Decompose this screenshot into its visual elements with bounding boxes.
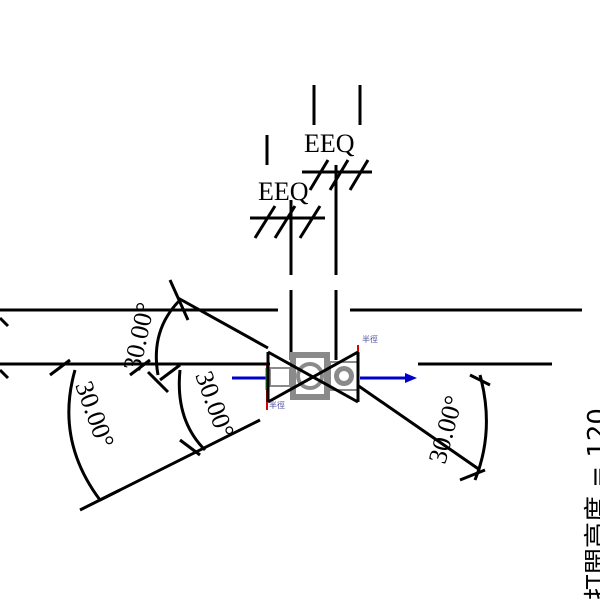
opening-height-label: 打開高度 = 120 (583, 408, 600, 600)
wall-lines (0, 308, 582, 380)
eq-label-1: EEQ (258, 177, 309, 206)
radius-label-2: 半徑 (269, 400, 285, 410)
angle-label-2: 30.00° (69, 377, 120, 452)
hinge-mechanism (269, 352, 359, 400)
angle-lines (49, 279, 491, 512)
radius-label-1: 半徑 (362, 334, 378, 344)
eq-label-2: EEQ (304, 129, 355, 158)
dimension-lines (250, 85, 372, 360)
angle-label-4: 30.00° (423, 392, 469, 466)
arrow-icon (405, 373, 417, 383)
